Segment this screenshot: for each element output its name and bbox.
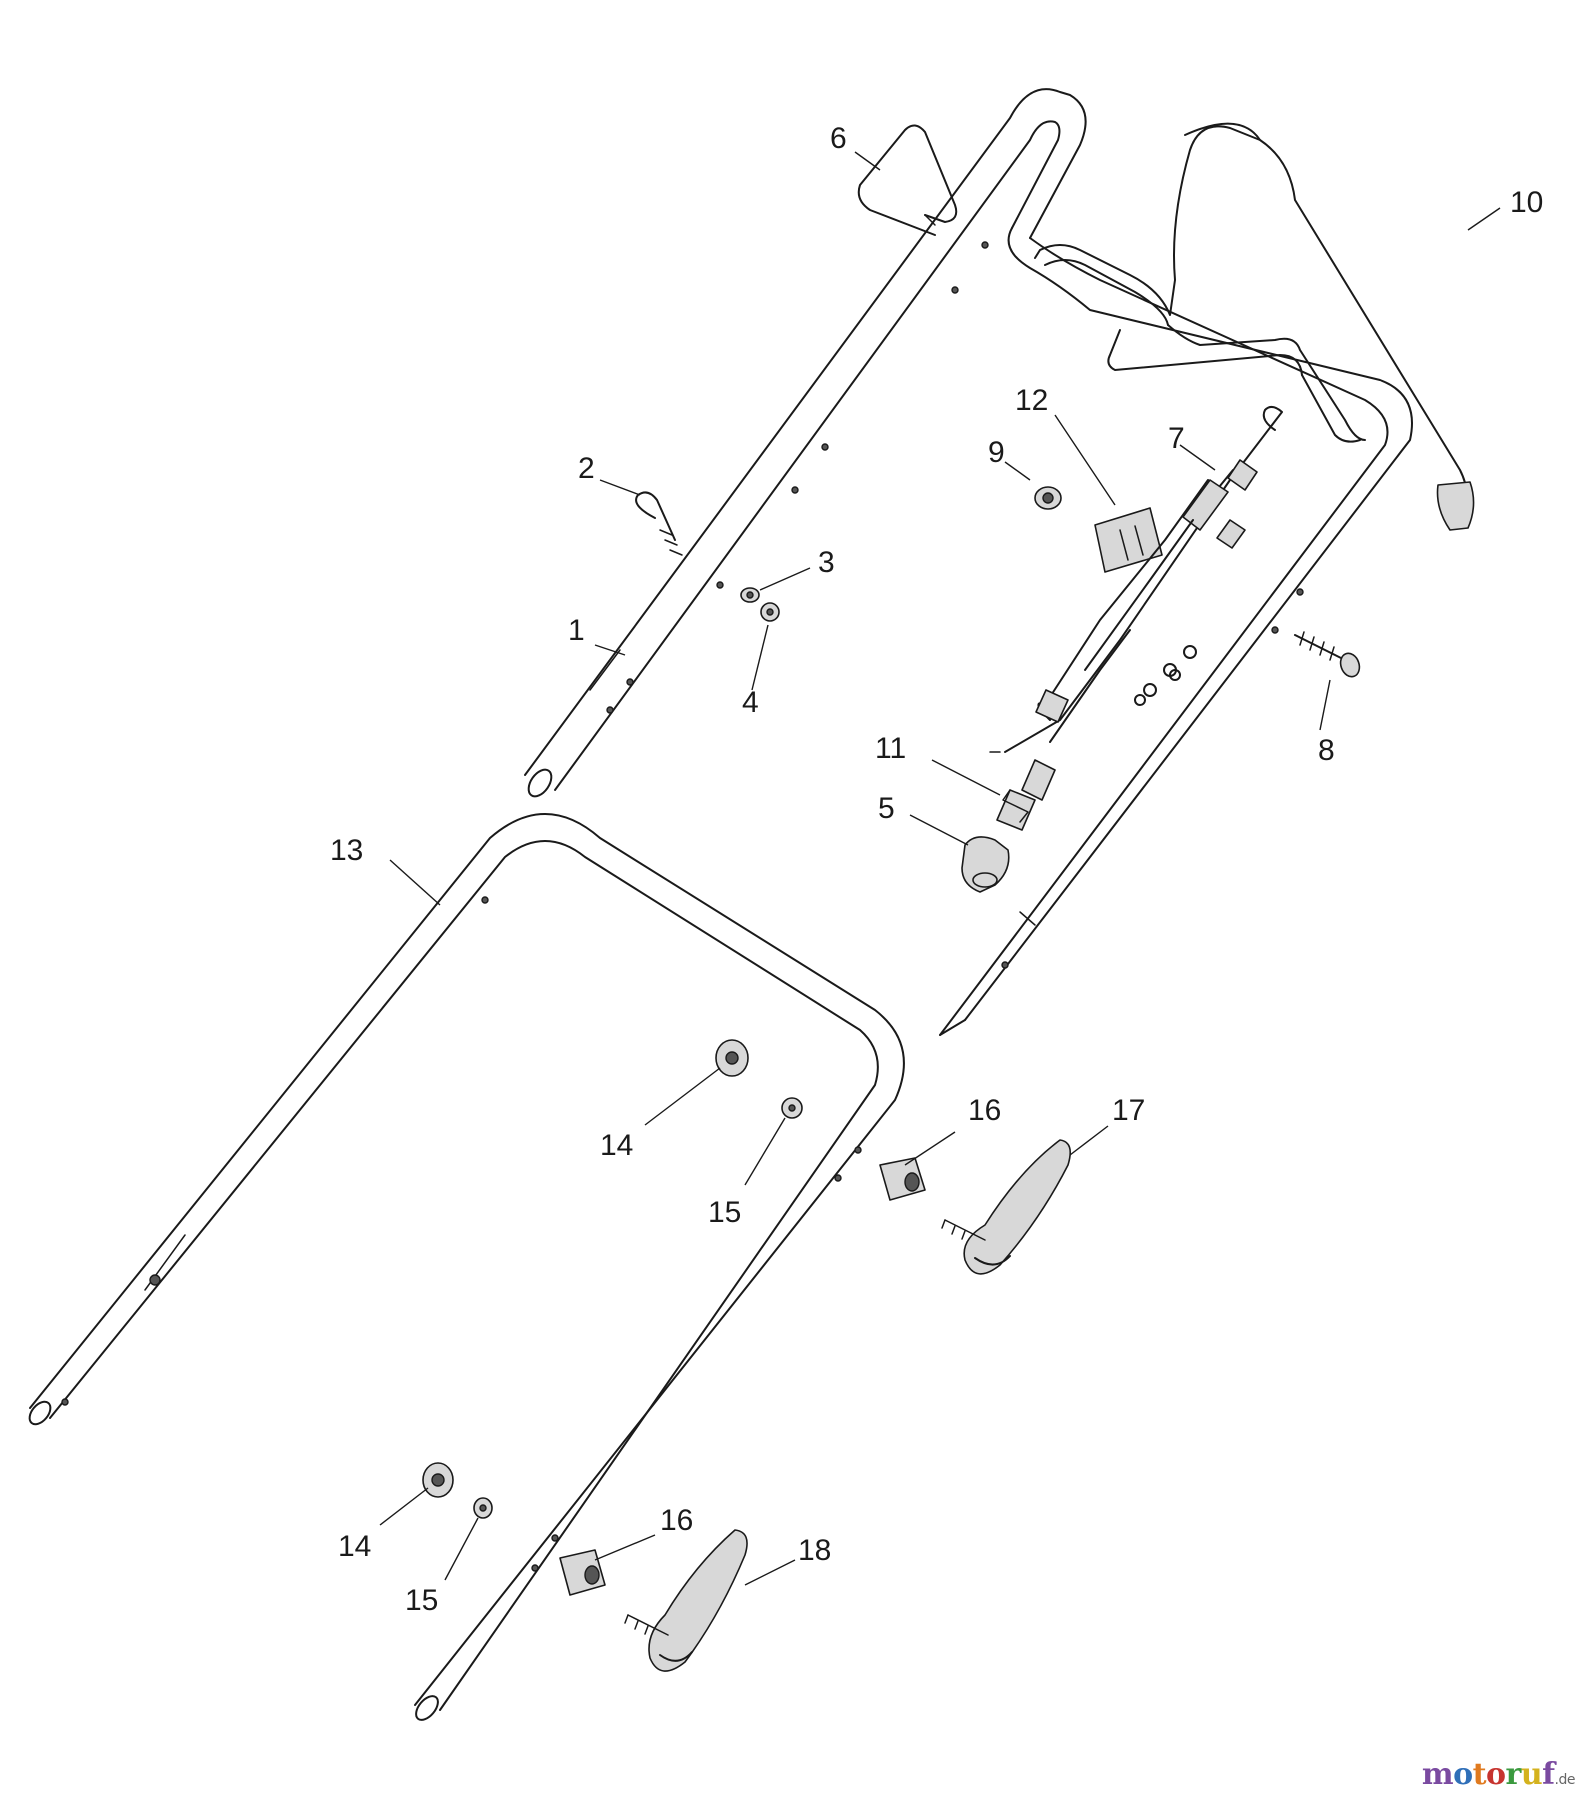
control-cables — [989, 406, 1283, 801]
nut-9 — [1034, 486, 1062, 510]
callout-labels: 1 2 3 4 5 6 7 8 9 10 11 12 13 14 15 16 1… — [330, 122, 1543, 1617]
callout-6: 6 — [830, 122, 847, 155]
callout-15-upper: 15 — [708, 1196, 741, 1229]
clamp-lever-17 — [941, 1139, 1071, 1275]
washer-and-nut — [740, 587, 780, 622]
spacer-16-lower — [559, 1549, 606, 1596]
watermark-letter: r — [1505, 1757, 1522, 1792]
callout-5: 5 — [878, 792, 895, 825]
callout-13: 13 — [330, 834, 363, 867]
watermark-letter: o — [1453, 1757, 1473, 1792]
callout-14-upper: 14 — [600, 1129, 633, 1162]
knob-nut-14-lower — [422, 1462, 454, 1498]
callout-16-lower: 16 — [660, 1504, 693, 1537]
watermark-letter: u — [1520, 1757, 1543, 1792]
callout-8: 8 — [1318, 734, 1335, 767]
callout-15-lower: 15 — [405, 1584, 438, 1617]
leader-lines — [379, 151, 1501, 1586]
watermark-letter: o — [1486, 1757, 1506, 1792]
cable-clamp — [961, 836, 1010, 893]
watermark-logo: motoruf.de — [1421, 1757, 1576, 1792]
callout-11: 11 — [875, 732, 906, 765]
upper-handle — [524, 88, 1413, 1036]
callout-2: 2 — [578, 452, 595, 485]
presence-bar — [1034, 122, 1475, 531]
cable-guide — [857, 124, 958, 236]
knob-nut-14-upper — [715, 1039, 749, 1077]
callout-12: 12 — [1015, 384, 1048, 417]
nut-15-upper — [781, 1097, 803, 1119]
watermark-letter: t — [1472, 1757, 1487, 1792]
callout-17: 17 — [1112, 1094, 1145, 1127]
watermark-letter: f — [1542, 1757, 1555, 1792]
watermark-letter: m — [1421, 1757, 1454, 1792]
callout-1: 1 — [568, 614, 585, 647]
callout-18: 18 — [798, 1534, 831, 1567]
clamp-lever-18 — [624, 1529, 748, 1672]
callout-9: 9 — [988, 436, 1005, 469]
spacer-16-upper — [879, 1157, 926, 1201]
callout-16-upper: 16 — [968, 1094, 1001, 1127]
callout-4: 4 — [742, 686, 759, 719]
callout-3: 3 — [818, 546, 835, 579]
cable-adjuster — [996, 789, 1036, 831]
watermark-tld: .de — [1554, 1772, 1576, 1788]
callout-7: 7 — [1168, 422, 1185, 455]
cable-clip — [1094, 507, 1163, 573]
hook-bolt — [635, 491, 683, 556]
nut-15-lower — [473, 1497, 493, 1519]
callout-14-lower: 14 — [338, 1530, 371, 1563]
callout-10: 10 — [1510, 186, 1543, 219]
lower-handle — [28, 813, 905, 1721]
bolt-8 — [1294, 631, 1361, 678]
